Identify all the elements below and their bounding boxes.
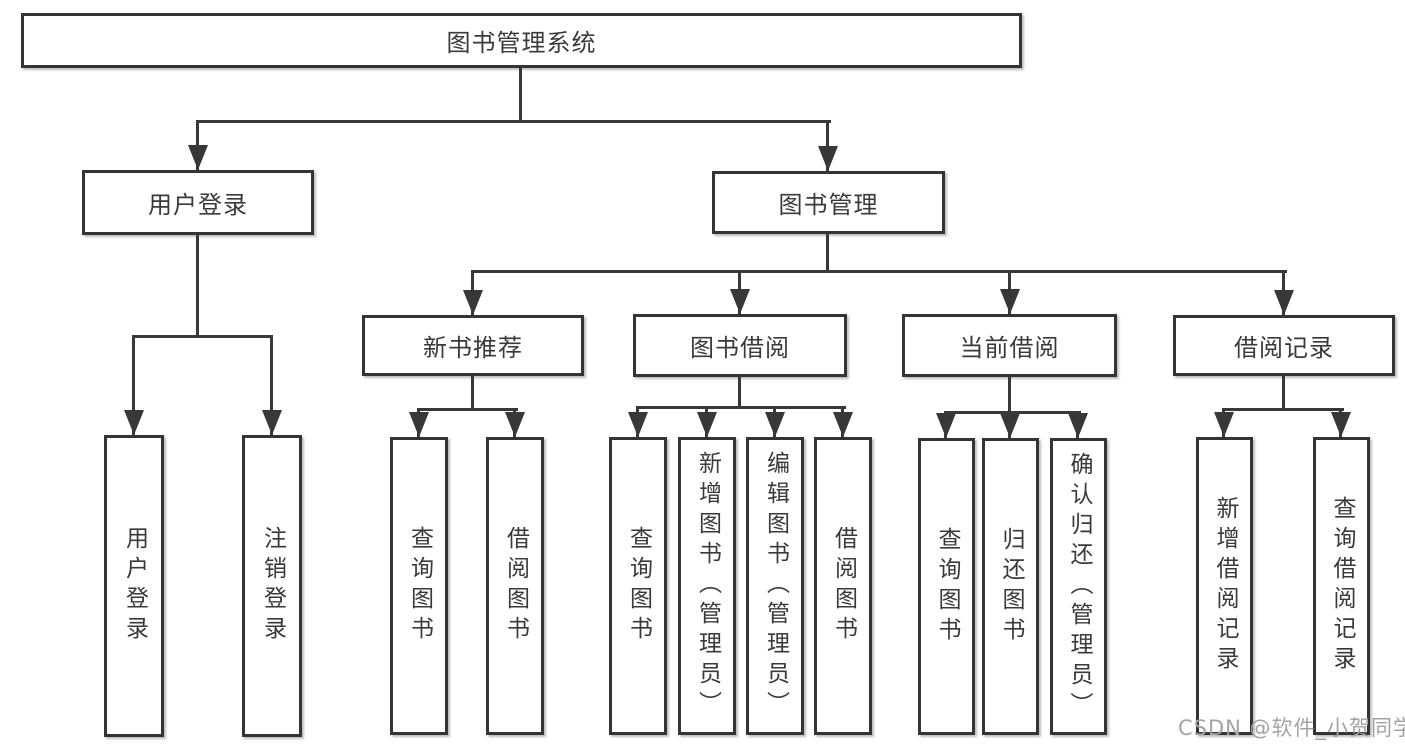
leaf-current-query-books-label: 查询图书 <box>934 526 960 647</box>
arrowhead-borrowing-records <box>1274 290 1294 315</box>
node-borrowing-records-label: 借阅记录 <box>1234 334 1334 362</box>
leaf-current-query-books: 查询图书 <box>918 438 975 735</box>
connector-borrowing-hbar <box>636 406 846 409</box>
node-book-borrowing-label: 图书借阅 <box>690 334 790 362</box>
arrowhead-leaf-logout <box>262 410 282 435</box>
connector-current-stem <box>1008 377 1011 411</box>
node-current-borrowing-label: 当前借阅 <box>959 334 1060 362</box>
node-book-management: 图书管理 <box>712 171 945 234</box>
connector-borrowing-stem <box>738 377 741 406</box>
leaf-recommend-borrow-books: 借阅图书 <box>486 437 544 735</box>
connector-recommendation-stem <box>471 375 474 408</box>
arrowhead-add-record <box>1214 412 1234 437</box>
node-book-management-label: 图书管理 <box>778 191 879 219</box>
arrowhead-confirm-return <box>1068 413 1088 438</box>
leaf-borrowing-borrow-books: 借阅图书 <box>814 437 872 735</box>
leaf-add-books-admin-label: 新增图书（管理员） <box>694 451 721 721</box>
connector-user-login-hbar <box>132 335 273 338</box>
connector-records-hbar <box>1222 408 1344 411</box>
node-user-login: 用户登录 <box>82 170 314 235</box>
arrowhead-new-book-recommendation <box>463 290 483 315</box>
leaf-logout-label: 注销登录 <box>259 526 286 646</box>
connector-root-hbar <box>196 120 831 123</box>
leaf-add-books-admin: 新增图书（管理员） <box>678 437 736 735</box>
leaf-confirm-return-admin: 确认归还（管理员） <box>1050 438 1107 735</box>
connector-records-stem <box>1282 376 1285 408</box>
node-root-book-management-system: 图书管理系统 <box>21 13 1022 68</box>
connector-current-hbar <box>944 411 1081 414</box>
leaf-add-borrow-record-label: 新增借阅记录 <box>1212 496 1238 676</box>
leaf-borrowing-query-books-label: 查询图书 <box>625 526 652 646</box>
leaf-recommend-query-books: 查询图书 <box>390 437 448 735</box>
arrowhead-recommend-borrow <box>505 412 525 437</box>
connector-book-management-hbar <box>471 270 1287 273</box>
connector-recommendation-hbar <box>417 408 518 411</box>
arrowhead-query-record <box>1331 412 1351 437</box>
node-root-label: 图书管理系统 <box>446 29 597 57</box>
connector-to-leaf-user-login <box>132 335 135 435</box>
arrowhead-return-books <box>1000 413 1020 438</box>
arrowhead-edit-books <box>765 412 785 437</box>
leaf-return-books: 归还图书 <box>982 438 1039 735</box>
leaf-edit-books-admin-label: 编辑图书（管理员） <box>762 451 789 721</box>
arrowhead-book-borrowing <box>730 289 750 314</box>
arrowhead-add-books <box>697 412 717 437</box>
connector-root-to-book-management <box>826 120 829 171</box>
arrowhead-recommend-query <box>409 412 429 437</box>
leaf-confirm-return-admin-label: 确认归还（管理员） <box>1066 451 1092 722</box>
leaf-recommend-borrow-books-label: 借阅图书 <box>502 526 529 646</box>
connector-root-stem <box>519 68 522 120</box>
connector-book-management-stem <box>826 234 829 270</box>
arrowhead-current-borrowing <box>1000 289 1020 314</box>
node-new-book-recommendation: 新书推荐 <box>362 315 584 376</box>
node-current-borrowing: 当前借阅 <box>902 314 1117 377</box>
leaf-add-borrow-record: 新增借阅记录 <box>1196 437 1253 735</box>
leaf-user-login: 用户登录 <box>104 435 164 737</box>
arrowhead-borrowing-borrow <box>833 412 853 437</box>
arrowhead-user-login <box>188 145 208 170</box>
node-borrowing-records: 借阅记录 <box>1173 315 1395 376</box>
leaf-edit-books-admin: 编辑图书（管理员） <box>746 437 804 735</box>
node-new-book-recommendation-label: 新书推荐 <box>423 334 523 362</box>
arrowhead-book-management <box>818 146 838 171</box>
leaf-borrowing-borrow-books-label: 借阅图书 <box>830 526 857 646</box>
leaf-query-borrow-record-label: 查询借阅记录 <box>1329 496 1355 676</box>
connector-user-login-stem <box>196 234 199 335</box>
arrowhead-borrowing-query <box>628 412 648 437</box>
node-user-login-label: 用户登录 <box>148 191 248 219</box>
leaf-logout: 注销登录 <box>242 435 302 737</box>
leaf-borrowing-query-books: 查询图书 <box>609 437 667 735</box>
node-book-borrowing: 图书借阅 <box>633 314 847 377</box>
csdn-watermark: CSDN @软件_小贺同学 <box>1178 716 1405 740</box>
leaf-user-login-label: 用户登录 <box>121 526 148 646</box>
connector-to-leaf-logout <box>270 335 273 435</box>
leaf-return-books-label: 归还图书 <box>998 526 1024 647</box>
arrowhead-leaf-user-login <box>124 410 144 435</box>
arrowhead-current-query <box>936 413 956 438</box>
leaf-recommend-query-books-label: 查询图书 <box>406 526 433 646</box>
leaf-query-borrow-record: 查询借阅记录 <box>1313 437 1370 735</box>
